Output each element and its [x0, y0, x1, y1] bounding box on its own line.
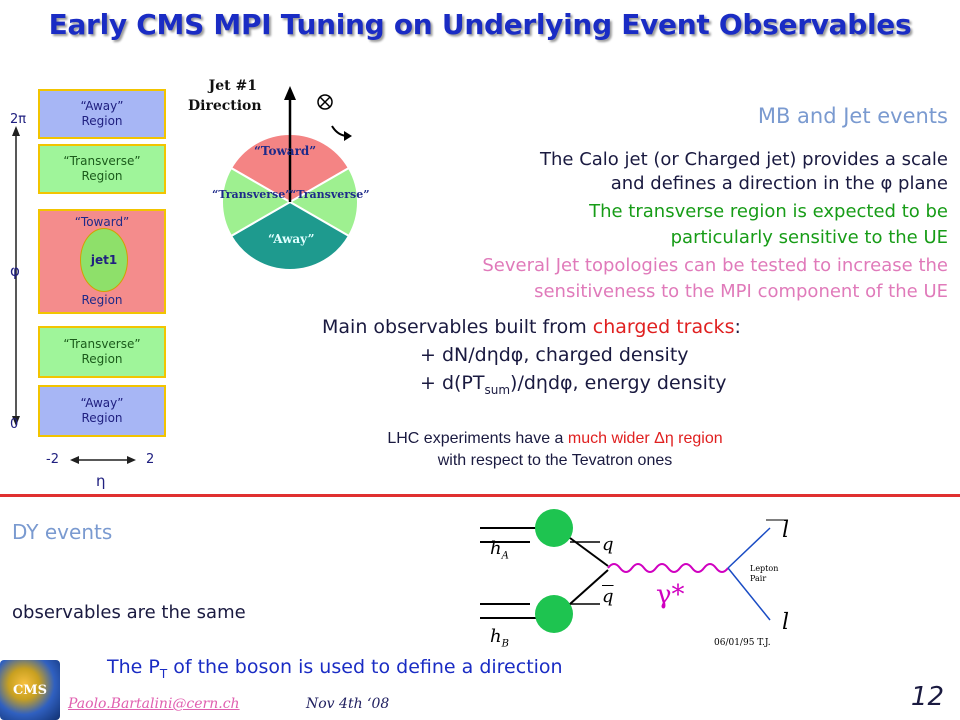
transverse-region-top-label: “Transverse” Region [63, 154, 141, 183]
boson-direction-note: The PT of the boson is used to define a … [107, 656, 563, 681]
transverse-right-sector-label: “Transverse” [290, 188, 370, 201]
lhc-note: LHC experiments have a much wider Δη reg… [300, 428, 810, 472]
away-sector-label: “Away” [268, 232, 315, 246]
toward-region-sub-label: Region [81, 293, 123, 307]
jet1-blob: jet1 [80, 228, 128, 292]
hadron-b-sub: B [501, 638, 509, 650]
lepton-pair-label: Lepton Pair [750, 564, 778, 584]
lhc-note-line1: LHC experiments have a much wider Δη reg… [300, 428, 810, 450]
away-region-bottom-label: “Away” Region [80, 396, 124, 425]
presentation-date: Nov 4th ‘08 [306, 696, 390, 712]
observable-item2-sub: sum [484, 382, 511, 397]
mb-heading: MB and Jet events [757, 104, 948, 128]
jet-direction-label: Jet #1 Direction [188, 76, 262, 116]
mb-line3: The transverse region is expected to be [589, 201, 948, 222]
observables-intro-pre: Main observables built from [322, 316, 593, 338]
eta-left-label: -2 [46, 452, 59, 467]
hadron-a-label: hA [490, 538, 509, 562]
cms-logo: CMS [0, 660, 60, 720]
lepton-bottom-label: l [782, 610, 790, 635]
observable-item2-pre: + d(PT [420, 372, 485, 394]
transverse-left-sector-label: “Transverse” [212, 188, 292, 201]
away-region-top-label: “Away” Region [80, 99, 124, 128]
lepton-pair-line1: Lepton [750, 564, 779, 573]
mb-line5: Several Jet topologies can be tested to … [482, 255, 948, 276]
eta-axis-label: η [96, 472, 106, 490]
drell-yan-feynman-diagram: hA hB q q γ* l l Lepton Pair 06/01/95 T.… [470, 508, 810, 650]
dy-heading: DY events [12, 520, 113, 544]
observable-item1: + dN/dηdφ, charged density [420, 344, 689, 366]
transverse-region-bottom-label: “Transverse” Region [63, 337, 141, 366]
observables-intro: Main observables built from charged trac… [322, 314, 741, 341]
lhc-note-highlight: much wider Δη region [567, 430, 723, 447]
hadron-a-symbol: h [490, 538, 502, 559]
toward-region-label: “Toward” [74, 215, 130, 229]
mb-line2: and defines a direction in the φ plane [610, 173, 948, 194]
quark-label: q [602, 534, 614, 555]
virtual-photon-label: γ* [656, 580, 685, 610]
mb-line4: particularly sensitive to the UE [670, 227, 948, 248]
lepton-pair-line2: Pair [750, 574, 767, 583]
region-circle [221, 86, 359, 270]
phi-bottom-label: 0 [10, 417, 19, 432]
phi-top-label: 2π [10, 112, 27, 127]
away-region-bottom: “Away” Region [38, 385, 166, 437]
jet-direction-line2: Direction [188, 98, 262, 114]
eta-axis-arrow [70, 456, 136, 464]
mb-line6: sensitiveness to the MPI component of th… [534, 281, 948, 302]
mb-line1: The Calo jet (or Charged jet) provides a… [540, 149, 948, 170]
observable-item2: + d(PTsum)/dηdφ, energy density [420, 370, 727, 404]
jet1-label: jet1 [90, 253, 118, 267]
cms-logo-text: CMS [12, 682, 48, 698]
boson-note-post: of the boson is used to define a directi… [167, 656, 563, 678]
toward-sector-label: “Toward” [254, 144, 317, 158]
hadron-a-sub: A [501, 550, 509, 562]
hadron-b-label: hB [490, 626, 509, 650]
feynman-lines [480, 509, 788, 633]
section-divider [0, 494, 960, 497]
phi-axis-arrow [12, 126, 20, 426]
observables-intro-highlight: charged tracks [592, 316, 735, 338]
boson-note-sub: T [159, 666, 168, 681]
transverse-region-bottom: “Transverse” Region [38, 326, 166, 378]
lhc-note-pre: LHC experiments have a [387, 430, 568, 447]
lhc-note-line2: with respect to the Tevatron ones [437, 452, 673, 469]
diagram-stamp: 06/01/95 T.J. [714, 638, 771, 648]
eta-right-label: 2 [146, 452, 155, 467]
author-email-link[interactable]: Paolo.Bartalini@cern.ch [68, 696, 240, 712]
transverse-region-top: “Transverse” Region [38, 144, 166, 194]
hadron-b-symbol: h [490, 626, 502, 647]
antiquark-label: q [602, 586, 614, 607]
jet-direction-line1: Jet #1 [208, 78, 257, 94]
slide-title: Early CMS MPI Tuning on Underlying Event… [48, 8, 912, 41]
observables-intro-post: : [734, 316, 741, 338]
dy-observables-same: observables are the same [12, 602, 246, 623]
observable-item2-post: )/dηdφ, energy density [510, 372, 727, 394]
lepton-top-label: l [782, 518, 790, 543]
away-region-top: “Away” Region [38, 89, 166, 139]
phi-axis-label: φ [10, 262, 20, 280]
page-number: 12 [910, 682, 944, 712]
boson-note-pre: The P [107, 656, 160, 678]
